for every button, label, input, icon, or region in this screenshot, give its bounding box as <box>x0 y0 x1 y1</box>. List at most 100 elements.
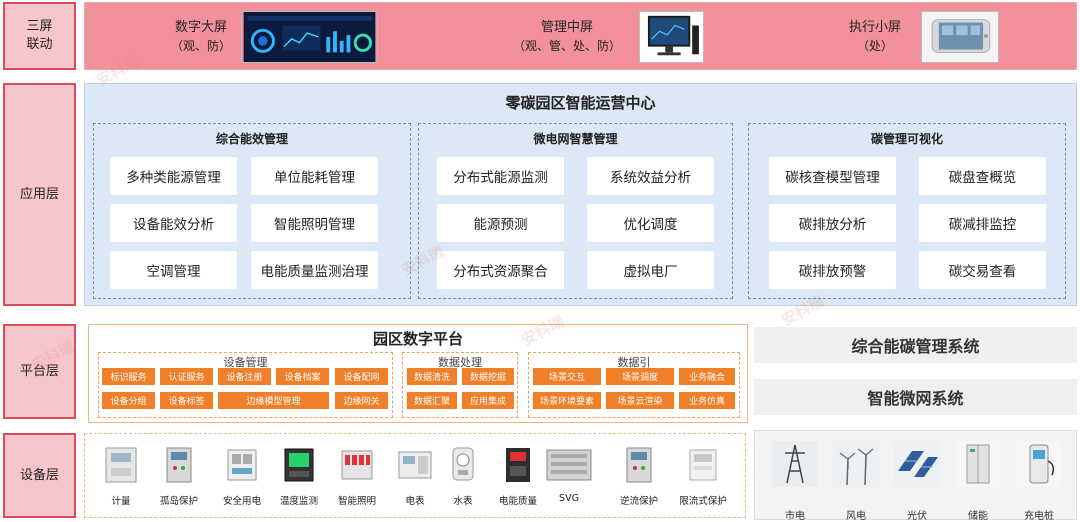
platform-tile[interactable]: 设备配网 <box>335 368 388 385</box>
layer-label-platform: 平台层 <box>3 324 76 419</box>
platform-tile[interactable]: 场景云渲染 <box>606 392 674 409</box>
screen-management-mid-text: 管理中屏 （观、管、处、防） <box>513 19 621 55</box>
app-tile[interactable]: 设备能效分析 <box>110 204 237 242</box>
energy-item: 光伏 <box>891 441 943 522</box>
wind-turbine-icon <box>833 441 879 487</box>
app-tile[interactable]: 碳排放分析 <box>769 204 896 242</box>
device-strip: 计量 孤岛保护 安全用电 温度监测 智能照明 电表 水表 电能质量 SVG 逆流… <box>84 433 746 518</box>
island-protection-device-icon <box>166 447 192 483</box>
device-label: 温度监测 <box>279 496 318 507</box>
platform-tile[interactable]: 设备档案 <box>276 368 329 385</box>
group-microgrid-title: 微电网智慧管理 <box>533 132 618 146</box>
app-tile[interactable]: 多种类能源管理 <box>110 157 237 195</box>
screen-management-mid: 管理中屏 （观、管、处、防） <box>513 11 705 63</box>
dashboard-screen-icon <box>241 11 379 63</box>
platform-tile[interactable]: 数据挖掘 <box>462 368 514 385</box>
application-center-title: 零碳园区智能运营中心 <box>505 94 656 112</box>
platform-tile[interactable]: 场景环境要素 <box>533 392 601 409</box>
pgroup-data-processing-title: 数据处理 <box>438 356 482 369</box>
pgroup-data-reference-title: 数据引 <box>617 356 651 369</box>
platform-tile[interactable]: 业务仿真 <box>679 392 735 409</box>
group-microgrid: 微电网智慧管理 分布式能源监测 系统效益分析 能源预测 优化调度 分布式资源聚合… <box>418 123 733 299</box>
platform-tile[interactable]: 设备分组 <box>102 392 155 409</box>
energy-item: 储能 <box>952 441 1004 522</box>
platform-tile[interactable]: 场景交互 <box>533 368 601 385</box>
platform-tile[interactable]: 场景调度 <box>606 368 674 385</box>
layer-label-platform-text: 平台层 <box>19 363 59 379</box>
device-item: SVG <box>541 446 597 504</box>
screen-digital-big-sub: （观、防） <box>171 39 232 53</box>
app-tile[interactable]: 系统效益分析 <box>587 157 714 195</box>
group-energy-efficiency: 综合能效管理 多种类能源管理 单位能耗管理 设备能效分析 智能照明管理 空调管理… <box>93 123 411 299</box>
platform-tile[interactable]: 数据清洗 <box>407 368 457 385</box>
screens-band: 数字大屏 （观、防） 管理中屏 （观、管、处、防） <box>84 2 1077 70</box>
app-tile[interactable]: 智能照明管理 <box>251 204 378 242</box>
device-item: 电能质量 <box>490 446 546 507</box>
energy-item: 充电桩 <box>1013 441 1065 522</box>
app-tile[interactable]: 碳排放预警 <box>769 251 896 289</box>
app-tile[interactable]: 能源预测 <box>437 204 564 242</box>
system-microgrid[interactable]: 智能微网系统 <box>754 379 1077 415</box>
app-tile[interactable]: 虚拟电厂 <box>587 251 714 289</box>
current-limiting-protection-device-icon <box>689 449 717 481</box>
device-label: 电表 <box>405 496 425 507</box>
pgroup-data-reference: 数据引 场景交互 场景调度 业务融合 场景环境要素 场景云渲染 业务仿真 <box>528 352 740 418</box>
digital-platform: 园区数字平台 设备管理 标识服务 认证服务 设备注册 设备档案 设备配网 设备分… <box>88 324 748 423</box>
device-item: 限流式保护 <box>675 446 731 507</box>
app-tile[interactable]: 碳交易查看 <box>919 251 1046 289</box>
app-tile[interactable]: 碳盘查概览 <box>919 157 1046 195</box>
reverse-flow-protection-device-icon <box>626 447 652 483</box>
device-item: 计量 <box>93 446 149 507</box>
app-tile[interactable]: 分布式能源监测 <box>437 157 564 195</box>
app-tile[interactable]: 碳减排监控 <box>919 204 1046 242</box>
platform-tile[interactable]: 应用集成 <box>462 392 514 409</box>
platform-tile[interactable]: 认证服务 <box>160 368 213 385</box>
group-carbon: 碳管理可视化 碳核查模型管理 碳盘查概览 碳排放分析 碳减排监控 碳排放预警 碳… <box>748 123 1066 299</box>
desktop-monitor-icon <box>639 11 705 63</box>
layer-label-screens-text: 三屏 联动 <box>26 19 53 52</box>
energy-item: 风电 <box>830 441 882 522</box>
app-tile[interactable]: 单位能耗管理 <box>251 157 378 195</box>
platform-tile[interactable]: 数据汇聚 <box>407 392 457 409</box>
app-tile[interactable]: 空调管理 <box>110 251 237 289</box>
group-carbon-title: 碳管理可视化 <box>870 132 943 146</box>
digital-platform-title: 园区数字平台 <box>372 330 463 348</box>
platform-tile[interactable]: 设备标签 <box>160 392 213 409</box>
app-tile[interactable]: 优化调度 <box>587 204 714 242</box>
device-label: 计量 <box>111 496 131 507</box>
system-energy-carbon[interactable]: 综合能碳管理系统 <box>754 327 1077 363</box>
pgroup-device-management: 设备管理 标识服务 认证服务 设备注册 设备档案 设备配网 设备分组 设备标签 … <box>98 352 393 418</box>
svg-device-icon <box>546 449 592 481</box>
platform-tile[interactable]: 业务融合 <box>679 368 735 385</box>
platform-tile[interactable]: 标识服务 <box>102 368 155 385</box>
solar-panel-icon <box>894 441 940 487</box>
screen-execution-small: 执行小屏 （处） <box>849 11 1000 63</box>
device-label: 电能质量 <box>498 496 537 507</box>
screen-digital-big-text: 数字大屏 （观、防） <box>171 19 231 55</box>
layer-label-device: 设备层 <box>3 433 76 518</box>
screen-execution-small-sub: （处） <box>857 39 894 53</box>
pgroup-device-management-title: 设备管理 <box>223 356 268 369</box>
temperature-monitor-device-icon <box>284 448 314 482</box>
energy-label: 储能 <box>968 511 988 522</box>
app-tile[interactable]: 电能质量监测治理 <box>251 251 378 289</box>
device-label: SVG <box>559 493 579 504</box>
energy-label: 光伏 <box>907 511 927 522</box>
device-item: 孤岛保护 <box>151 446 207 507</box>
energy-label: 充电桩 <box>1024 511 1054 522</box>
platform-tile[interactable]: 设备注册 <box>218 368 271 385</box>
power-quality-device-icon <box>506 448 530 482</box>
app-tile[interactable]: 分布式资源聚合 <box>437 251 564 289</box>
layer-label-device-text: 设备层 <box>19 467 59 483</box>
group-energy-efficiency-title: 综合能效管理 <box>215 132 288 146</box>
screen-execution-small-text: 执行小屏 （处） <box>849 19 901 55</box>
screen-digital-big: 数字大屏 （观、防） <box>171 11 379 63</box>
app-tile[interactable]: 碳核查模型管理 <box>769 157 896 195</box>
device-label: 智能照明 <box>337 496 376 507</box>
platform-tile[interactable]: 边缘网关 <box>335 392 388 409</box>
device-label: 水表 <box>453 496 473 507</box>
platform-tile[interactable]: 边缘模型管理 <box>218 392 329 409</box>
energy-item: 市电 <box>769 441 821 522</box>
energy-label: 市电 <box>785 511 805 522</box>
layer-label-screens: 三屏 联动 <box>3 2 76 70</box>
